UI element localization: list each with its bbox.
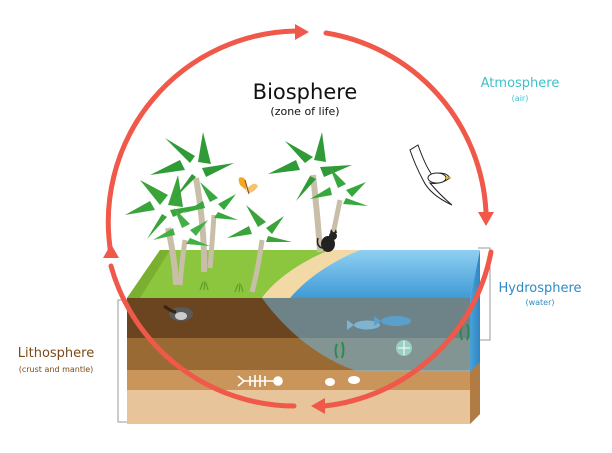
- seagull-icon: [409, 144, 453, 206]
- arrowhead-icon: [311, 398, 325, 414]
- grass-tufts: [199, 280, 244, 293]
- fish-skeleton-icon: [237, 375, 283, 387]
- cycle-arrow-right: [323, 30, 489, 215]
- atmosphere-title: Atmosphere: [480, 76, 560, 91]
- cycle-arrow-top-left: [105, 28, 299, 257]
- palm-tree-icon: [183, 182, 238, 269]
- sea-side-face: [470, 250, 480, 372]
- biosphere-subtitle: (zone of life): [270, 105, 340, 118]
- sea-front-water: [262, 298, 470, 372]
- arrowhead-icon: [478, 212, 494, 226]
- arrowhead-icon: [103, 244, 119, 258]
- butterfly-icon: [238, 177, 258, 195]
- grass-surface: [127, 250, 330, 298]
- palm-trees: [125, 132, 368, 293]
- biosphere-title: Biosphere: [252, 80, 358, 104]
- palm-tree-icon: [268, 132, 352, 253]
- palm-tree-icon: [153, 208, 210, 286]
- lithosphere-subtitle: (crust and mantle): [18, 365, 94, 374]
- sea-shell-icon: [396, 340, 412, 356]
- soil-layer-light: [127, 370, 470, 390]
- cycle-arrow-left: [108, 263, 297, 409]
- sand-beach: [262, 250, 360, 298]
- hydrosphere-bracket: [478, 247, 491, 341]
- cycle-arrowheads: [103, 24, 494, 414]
- sea-surface: [290, 250, 480, 298]
- cycle-arrows: [105, 28, 494, 409]
- hydrosphere-title: Hydrosphere: [498, 281, 582, 296]
- cat-icon: [316, 229, 337, 252]
- cycle-arrow-bottom: [321, 249, 494, 409]
- lithosphere-title: Lithosphere: [17, 346, 95, 361]
- hydrosphere-subtitle: (water): [525, 298, 555, 307]
- soil-layer-base: [127, 390, 470, 424]
- seashell-icon: [325, 376, 360, 386]
- mole-icon: [163, 304, 193, 321]
- fish-icon: [347, 316, 411, 330]
- palm-tree-icon: [150, 132, 234, 273]
- palm-tree-icon: [227, 205, 292, 293]
- lithosphere-bracket: [117, 299, 127, 423]
- atmosphere-subtitle: (air): [511, 94, 529, 103]
- arrowhead-icon: [295, 24, 309, 40]
